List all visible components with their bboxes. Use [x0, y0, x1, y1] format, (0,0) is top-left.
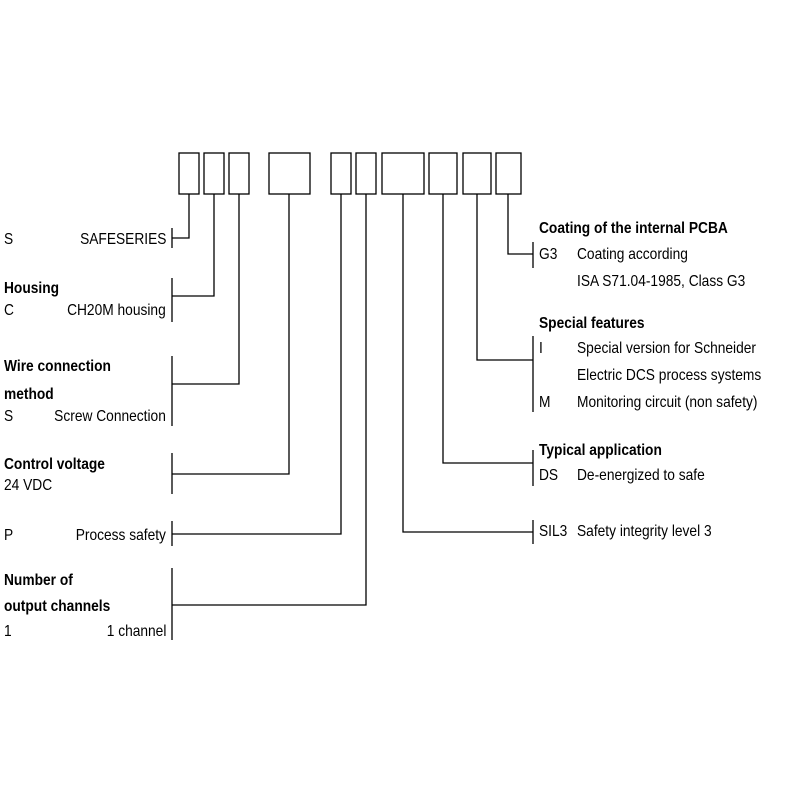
connector-process — [171, 194, 342, 546]
special-features-value-m: Monitoring circuit (non safety) — [577, 394, 758, 411]
code-box-1 — [178, 152, 200, 195]
coating-value-line1: Coating according — [577, 246, 688, 263]
coating-code: G3 — [539, 246, 558, 263]
typical-application-value: De-energized to safe — [577, 467, 705, 484]
connector-wire-connection — [171, 194, 240, 426]
control-voltage-value: 24 VDC — [4, 477, 53, 494]
connector-output-channels — [171, 194, 367, 640]
process-value: Process safety — [75, 527, 166, 544]
connector-special-features — [476, 194, 534, 412]
connector-control-voltage — [171, 194, 290, 494]
special-features-value-i-line2: Electric DCS process systems — [577, 367, 762, 384]
coating-value-line2: ISA S71.04-1985, Class G3 — [577, 273, 746, 290]
code-box-6 — [355, 152, 377, 195]
connector-housing — [171, 194, 215, 322]
sil-value: Safety integrity level 3 — [577, 523, 712, 540]
output-channels-code: 1 — [4, 623, 12, 640]
housing-title: Housing — [4, 280, 60, 297]
code-box-8 — [428, 152, 458, 195]
sil-code: SIL3 — [539, 523, 568, 540]
code-box-2 — [203, 152, 225, 195]
connector-series — [171, 194, 190, 248]
special-features-code-i: I — [539, 340, 543, 357]
code-box-10 — [495, 152, 522, 195]
code-box-4 — [268, 152, 311, 195]
coating-title: Coating of the internal PCBA — [539, 220, 728, 237]
special-features-title: Special features — [539, 315, 645, 332]
special-features-value-i-line1: Special version for Schneider — [577, 340, 756, 357]
typical-application-code: DS — [539, 467, 559, 484]
process-code: P — [4, 527, 14, 544]
connector-sil — [402, 194, 534, 544]
wire-connection-value: Screw Connection — [54, 408, 166, 425]
housing-code: C — [4, 302, 14, 319]
housing-value: CH20M housing — [67, 302, 166, 319]
special-features-code-m: M — [539, 394, 551, 411]
series-code: S — [4, 231, 14, 248]
connector-coating — [507, 194, 534, 268]
control-voltage-title: Control voltage — [4, 456, 105, 473]
code-box-9 — [462, 152, 492, 195]
output-channels-title-line1: Number of — [4, 572, 73, 589]
wire-connection-title-line1: Wire connection — [4, 358, 111, 375]
wire-connection-title-line2: method — [4, 386, 54, 403]
code-box-5 — [330, 152, 352, 195]
output-channels-title-line2: output channels — [4, 598, 111, 615]
code-box-7 — [381, 152, 425, 195]
connector-typical-application — [442, 194, 534, 486]
series-value: SAFESERIES — [79, 231, 166, 248]
wire-connection-code: S — [4, 408, 14, 425]
output-channels-value: 1 channel — [106, 623, 166, 640]
code-box-3 — [228, 152, 250, 195]
typical-application-title: Typical application — [539, 442, 662, 459]
